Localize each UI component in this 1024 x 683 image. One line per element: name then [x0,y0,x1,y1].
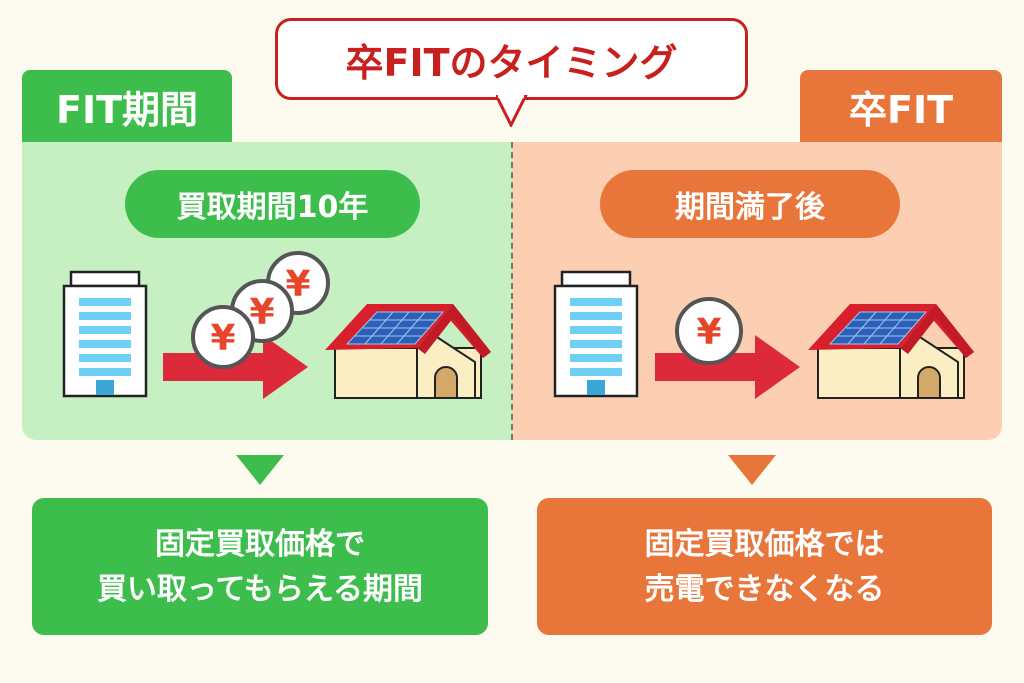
down-triangle-icon [728,455,776,485]
yen-coin-icon: ¥ [191,305,255,369]
solar-house-icon [325,302,491,400]
post-fit-tab: 卒FIT [800,70,1002,142]
yen-coins-icon: ¥ ¥ ¥ [191,251,330,369]
after-expiry-pill: 期間満了後 [600,170,900,238]
panel-divider [511,142,513,440]
down-triangle-icon [236,455,284,485]
purchase-period-pill: 買取期間10年 [125,170,420,238]
yen-coin-icon: ¥ [675,297,743,365]
result-line: 固定買取価格では [644,526,885,562]
bubble-tail [496,95,528,127]
fit-result-box: 固定買取価格で 買い取ってもらえる期間 [32,498,488,635]
title-text: 卒FITのタイミング [345,40,678,85]
svg-text:¥: ¥ [249,292,274,333]
result-line: 売電できなくなる [644,571,885,607]
svg-text:¥: ¥ [696,312,721,353]
title-bubble: 卒FITのタイミング [275,18,748,100]
fit-period-tab: FIT期間 [22,70,232,142]
result-line: 固定買取価格で [155,526,365,562]
svg-text:¥: ¥ [210,318,235,359]
power-company-building-icon [62,270,148,398]
power-company-building-icon [553,270,639,398]
result-line: 買い取ってもらえる期間 [96,571,424,607]
solar-house-icon [808,302,974,400]
post-fit-result-box: 固定買取価格では 売電できなくなる [537,498,992,635]
